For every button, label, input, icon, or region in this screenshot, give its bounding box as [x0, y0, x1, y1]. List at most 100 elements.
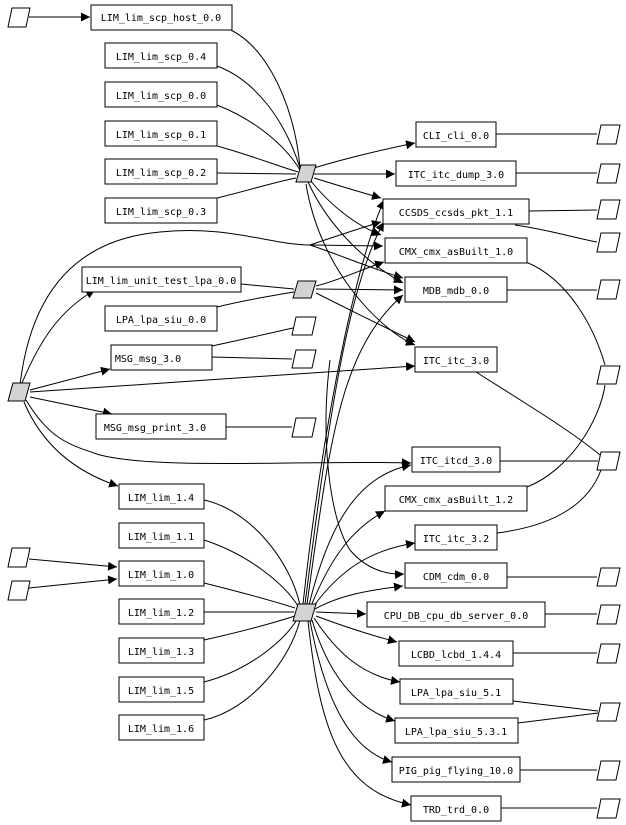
- port-ccsds[interactable]: [596, 199, 621, 220]
- node-lpa-lpa-siu-0-0[interactable]: LPA_lpa_siu_0.0: [104, 305, 218, 332]
- edge: [308, 462, 412, 606]
- edge: [315, 292, 416, 343]
- node-lim-scp-0-0[interactable]: LIM_lim_scp_0.0: [104, 81, 218, 108]
- node-lim-lim-1-1[interactable]: LIM_lim_1.1: [118, 522, 205, 549]
- node-itc-itc-3-0[interactable]: ITC_itc_3.0: [414, 346, 498, 373]
- edge: [313, 140, 416, 169]
- node-cdm-cdm-0-0[interactable]: CDM_cdm_0.0: [404, 562, 508, 589]
- node-msg-msg-3-0[interactable]: MSG_msg_3.0: [110, 344, 213, 371]
- node-label: LIM_lim_scp_0.4: [116, 52, 206, 63]
- node-label: CCSDS_ccsds_pkt_1.1: [399, 208, 513, 219]
- edge: [312, 539, 416, 608]
- node-lim-scp-0-3[interactable]: LIM_lim_scp_0.3: [104, 197, 218, 224]
- node-lim-scp-0-1[interactable]: LIM_lim_scp_0.1: [104, 120, 218, 147]
- edge: [211, 356, 293, 360]
- node-label: LIM_lim_1.2: [128, 608, 194, 619]
- edge: [203, 582, 296, 609]
- node-msg-msg-print-3-0[interactable]: MSG_msg_print_3.0: [95, 413, 227, 440]
- node-itc-itcd-3-0[interactable]: ITC_itcd_3.0: [411, 446, 501, 473]
- node-mdb-mdb-0-0[interactable]: MDB_mdb_0.0: [404, 276, 508, 303]
- node-lim-lim-1-3[interactable]: LIM_lim_1.3: [118, 637, 205, 664]
- node-trd-trd-0-0[interactable]: TRD_trd_0.0: [410, 795, 502, 822]
- edge: [216, 177, 297, 199]
- hub-left-node[interactable]: [7, 382, 31, 402]
- node-label: LIM_lim_1.1: [128, 532, 194, 543]
- node-label: MDB_mdb_0.0: [423, 286, 489, 297]
- node-cpu-db-cpu-db-server-0-0[interactable]: CPU_DB_cpu_db_server_0.0: [366, 601, 546, 628]
- port-lcbd[interactable]: [596, 643, 621, 664]
- node-lim-lim-1-0[interactable]: LIM_lim_1.0: [118, 560, 205, 587]
- node-lim-lim-1-5[interactable]: LIM_lim_1.5: [118, 676, 205, 703]
- edge: [315, 609, 367, 619]
- edge: [315, 615, 398, 645]
- node-pig-pig-flying-10-0[interactable]: PIG_pig_flying_10.0: [391, 756, 521, 783]
- edge: [309, 179, 382, 236]
- node-lim-lim-1-4[interactable]: LIM_lim_1.4: [118, 483, 205, 510]
- port-trd[interactable]: [596, 798, 621, 819]
- edge: [19, 230, 311, 386]
- node-lcbd-lcbd-1-4-4[interactable]: LCBD_lcbd_1.4.4: [398, 640, 514, 667]
- edge: [309, 620, 393, 764]
- port-lim-b[interactable]: [7, 580, 31, 601]
- edge: [29, 396, 113, 417]
- port-cdm[interactable]: [596, 567, 621, 587]
- node-label: LIM_lim_scp_host_0.0: [101, 13, 221, 24]
- edge: [203, 615, 296, 641]
- edge: [28, 575, 118, 589]
- node-lim-lim-1-6[interactable]: LIM_lim_1.6: [118, 714, 205, 741]
- node-cmx-cmx-asbuilt-1-2[interactable]: CMX_cmx_asBuilt_1.2: [384, 485, 528, 512]
- port-mdb[interactable]: [596, 279, 621, 300]
- edge: [512, 700, 599, 712]
- node-lim-unit-test-lpa-0-0[interactable]: LIM_lim_unit_test_lpa_0.0: [81, 266, 242, 293]
- edge: [216, 145, 299, 173]
- edge: [309, 220, 382, 246]
- port-msg-b[interactable]: [291, 349, 317, 369]
- node-label: LIM_lim_1.0: [128, 570, 194, 581]
- port-itc-dump[interactable]: [596, 163, 621, 184]
- edge: [23, 401, 119, 488]
- ports: [7, 7, 621, 819]
- port-itcd[interactable]: [596, 451, 621, 471]
- edge: [315, 285, 404, 295]
- port-top-left[interactable]: [7, 7, 31, 28]
- hub-lpa-node[interactable]: [292, 280, 317, 299]
- node-cli-cli-0-0[interactable]: CLI_cli_0.0: [415, 121, 497, 148]
- node-itc-itc-3-2[interactable]: ITC_itc_3.2: [414, 524, 498, 551]
- edge: [216, 104, 301, 171]
- node-lim-scp-0-2[interactable]: LIM_lim_scp_0.2: [104, 158, 218, 185]
- port-msg-a[interactable]: [291, 316, 317, 336]
- node-lim-lim-1-2[interactable]: LIM_lim_1.2: [118, 598, 205, 625]
- node-label: ITC_itcd_3.0: [420, 456, 492, 467]
- edge: [203, 539, 299, 607]
- edge: [309, 244, 404, 280]
- port-pig[interactable]: [596, 760, 621, 781]
- edge: [307, 181, 404, 284]
- node-itc-itc-dump-3-0[interactable]: ITC_itc_dump_3.0: [395, 160, 517, 187]
- node-cmx-cmx-asbuilt-1-0[interactable]: CMX_cmx_asBuilt_1.0: [384, 237, 528, 264]
- port-itc-mid[interactable]: [596, 365, 621, 385]
- node-lpa-lpa-siu-5-1[interactable]: LPA_lpa_siu_5.1: [399, 678, 514, 705]
- port-lpa-siu-5[interactable]: [596, 702, 621, 722]
- port-cpu-db[interactable]: [596, 604, 621, 625]
- edge: [29, 366, 111, 391]
- node-lpa-lpa-siu-5-3-1[interactable]: LPA_lpa_siu_5.3.1: [394, 717, 519, 744]
- port-ccsds-b[interactable]: [596, 232, 621, 253]
- port-msg-print[interactable]: [291, 417, 317, 438]
- edge: [314, 582, 404, 610]
- hub-scp-node[interactable]: [295, 164, 317, 183]
- node-lim-scp-0-4[interactable]: LIM_lim_scp_0.4: [104, 42, 218, 69]
- edge: [216, 65, 301, 169]
- node-lim-scp-host-0-0[interactable]: LIM_lim_scp_host_0.0: [90, 4, 233, 31]
- node-label: LPA_lpa_siu_5.3.1: [405, 727, 507, 738]
- port-cli[interactable]: [596, 124, 621, 145]
- node-label: LPA_lpa_siu_5.1: [411, 688, 501, 699]
- node-label: ITC_itc_dump_3.0: [408, 170, 504, 181]
- edge: [514, 224, 598, 243]
- edge: [311, 619, 396, 723]
- hub-lim-node[interactable]: [292, 603, 317, 622]
- port-lim-a[interactable]: [7, 547, 31, 568]
- box-nodes: LIM_lim_scp_host_0.0 LIM_lim_scp_0.4 LIM…: [81, 4, 546, 822]
- node-ccsds-ccsds-pkt-1-1[interactable]: CCSDS_ccsds_pkt_1.1: [382, 198, 530, 225]
- edge: [203, 619, 301, 721]
- edge: [240, 283, 295, 290]
